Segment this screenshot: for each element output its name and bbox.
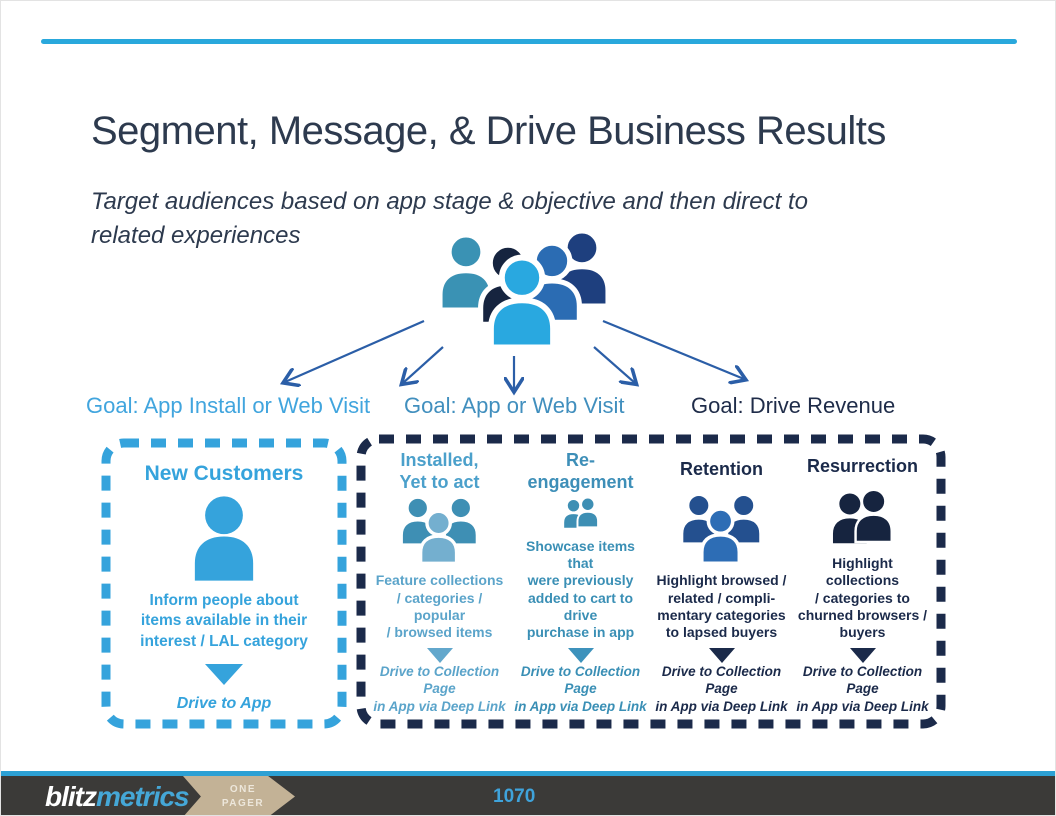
column-cta: Drive to Collection Page in App via Deep…: [655, 664, 788, 714]
page-number: 1070: [493, 785, 536, 807]
one-pager-badge: ONE PAGER: [183, 776, 295, 815]
goal-label-app-install: Goal: App Install or Web Visit: [86, 393, 371, 418]
column-triangle-icon: [708, 648, 735, 664]
new-customers-description: Inform people about items available in t…: [140, 591, 308, 650]
column-retention: Retention Highlight browsed / related / …: [654, 450, 789, 715]
new-customers-triangle-icon: [205, 664, 243, 685]
column-title: Retention: [680, 459, 763, 480]
new-customers-title: New Customers: [144, 462, 304, 485]
one-pager-badge-label: ONE PAGER: [221, 784, 265, 809]
new-customers-dashed-border: [101, 438, 347, 729]
goal-label-drive-revenue: Goal: Drive Revenue: [691, 393, 896, 418]
brand-logo-metrics: metrics: [96, 780, 190, 812]
column-description: Highlight browsed / related / compli- me…: [656, 572, 787, 640]
column-re-engagement: Re-engagement Showcase items that were p…: [513, 450, 648, 715]
new-customer-person-icon: [194, 496, 254, 581]
footer-divider: [1, 771, 1055, 776]
column-triangle-icon: [426, 648, 453, 664]
audience-group-icon: [399, 495, 479, 565]
column-cta: Drive to Collection Page in App via Deep…: [373, 664, 506, 714]
column-triangle-icon: [849, 648, 876, 664]
column-triangle-icon: [567, 648, 594, 664]
column-description: Showcase items that were previously adde…: [526, 537, 635, 640]
new-customers-cta: Drive to App: [176, 695, 272, 712]
segments-dashed-border: [356, 434, 946, 729]
column-title: Resurrection: [806, 456, 919, 477]
column-description: Highlight collections / categories to ch…: [797, 555, 928, 640]
column-title: Installed, Yet to act: [399, 450, 480, 492]
new-customers-box: New Customers Inform people about items …: [101, 438, 347, 729]
audience-group-icon: [830, 488, 893, 546]
audience-group-icon: [679, 492, 762, 565]
column-description: Feature collections / categories / popul…: [375, 572, 504, 640]
page-title: Segment, Message, & Drive Business Resul…: [91, 109, 886, 153]
column-title: Re-engagement: [527, 450, 634, 492]
audience-group-icon: [561, 496, 599, 530]
page-subtitle: Target audiences based on app stage & ob…: [91, 188, 808, 249]
column-resurrection: Resurrection Highlight collections / cat…: [795, 450, 930, 715]
goal-label-app-or-web: Goal: App or Web Visit: [404, 393, 625, 418]
brand-logo-blitz: blitz: [45, 780, 97, 812]
column-cta: Drive to Collection Page in App via Deep…: [796, 664, 929, 714]
top-divider: [41, 39, 1017, 44]
segments-box: Installed, Yet to act Feature collection…: [356, 434, 946, 729]
column-installed-yet-to-act: Installed, Yet to act Feature collection…: [372, 450, 507, 715]
fan-arrows-icon: [261, 319, 791, 397]
column-cta: Drive to Collection Page in App via Deep…: [514, 664, 647, 714]
footer-bar: [1, 776, 1055, 815]
